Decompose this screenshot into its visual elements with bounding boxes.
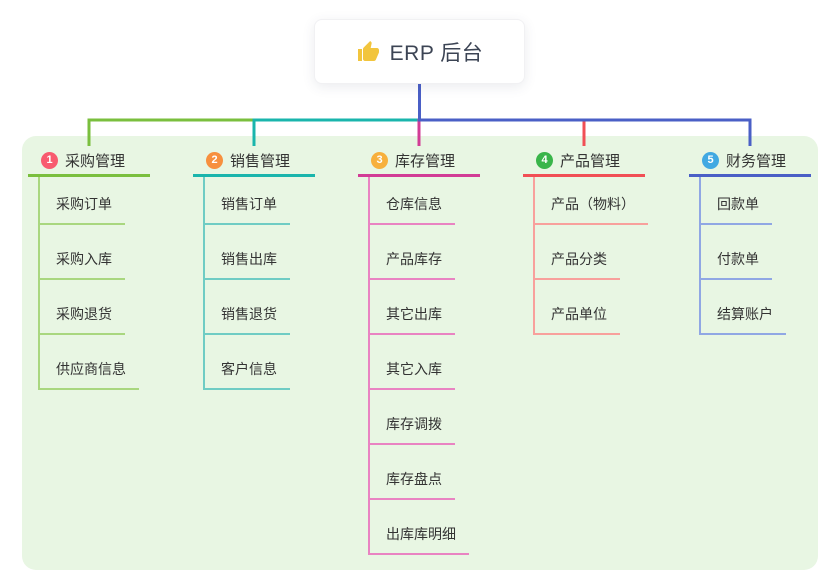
root-label: ERP 后台 xyxy=(389,41,484,65)
child-node[interactable]: 回款单 xyxy=(701,194,772,225)
branch-label: 采购管理 xyxy=(65,152,126,170)
child-row: 仓库信息 xyxy=(370,177,469,225)
child-node[interactable]: 供应商信息 xyxy=(40,359,139,390)
child-row: 采购入库 xyxy=(40,225,139,280)
branch-children: 产品（物料） 产品分类产品单位 xyxy=(533,177,648,335)
branch-index-badge: 1 xyxy=(41,151,58,169)
branch-label: 产品管理 xyxy=(560,152,621,170)
child-node[interactable]: 出库库明细 xyxy=(370,524,469,555)
child-node[interactable]: 仓库信息 xyxy=(370,194,455,225)
branch-label: 销售管理 xyxy=(230,152,291,170)
branch-children: 回款单付款单结算账户 xyxy=(699,177,786,335)
child-node[interactable]: 其它入库 xyxy=(370,359,455,390)
child-node[interactable]: 产品（物料） xyxy=(535,194,648,225)
branch-label: 库存管理 xyxy=(395,152,456,170)
branch-node-5[interactable]: 5 财务管理 xyxy=(689,146,811,177)
child-node[interactable]: 销售出库 xyxy=(205,249,290,280)
child-row: 结算账户 xyxy=(701,280,786,335)
child-row: 销售退货 xyxy=(205,280,290,335)
thumbs-up-icon xyxy=(356,40,380,64)
child-row: 出库库明细 xyxy=(370,500,469,555)
child-node[interactable]: 结算账户 xyxy=(701,304,786,335)
child-row: 销售出库 xyxy=(205,225,290,280)
child-row: 库存调拨 xyxy=(370,390,469,445)
root-node[interactable]: ERP 后台 xyxy=(314,19,525,84)
child-row: 产品库存 xyxy=(370,225,469,280)
child-node[interactable]: 付款单 xyxy=(701,249,772,280)
branch-index-badge: 5 xyxy=(702,151,719,169)
child-row: 销售订单 xyxy=(205,177,290,225)
branch-2: 2 销售管理销售订单销售出库销售退货客户信息 xyxy=(193,146,315,390)
child-node[interactable]: 库存调拨 xyxy=(370,414,455,445)
branch-4: 4 产品管理产品（物料） 产品分类产品单位 xyxy=(523,146,648,335)
child-row: 其它入库 xyxy=(370,335,469,390)
branch-children: 仓库信息产品库存其它出库其它入库库存调拨库存盘点出库库明细 xyxy=(368,177,469,555)
child-node[interactable]: 销售订单 xyxy=(205,194,290,225)
branch-index-badge: 3 xyxy=(371,151,388,169)
branch-node-3[interactable]: 3 库存管理 xyxy=(358,146,480,177)
child-row: 产品分类 xyxy=(535,225,648,280)
branch-1: 1 采购管理采购订单采购入库采购退货供应商信息 xyxy=(28,146,150,390)
child-row: 客户信息 xyxy=(205,335,290,390)
child-row: 产品（物料） xyxy=(535,177,648,225)
branch-children: 采购订单采购入库采购退货供应商信息 xyxy=(38,177,139,390)
branch-children: 销售订单销售出库销售退货客户信息 xyxy=(203,177,290,390)
child-node[interactable]: 采购入库 xyxy=(40,249,125,280)
child-row: 其它出库 xyxy=(370,280,469,335)
child-node[interactable]: 采购退货 xyxy=(40,304,125,335)
child-node[interactable]: 客户信息 xyxy=(205,359,290,390)
branch-index-badge: 2 xyxy=(206,151,223,169)
child-node[interactable]: 产品单位 xyxy=(535,304,620,335)
branch-index-badge: 4 xyxy=(536,151,553,169)
child-node[interactable]: 销售退货 xyxy=(205,304,290,335)
child-node[interactable]: 采购订单 xyxy=(40,194,125,225)
branch-label: 财务管理 xyxy=(726,152,787,170)
canvas-panel xyxy=(22,136,818,570)
branch-3: 3 库存管理仓库信息产品库存其它出库其它入库库存调拨库存盘点出库库明细 xyxy=(358,146,480,555)
child-node[interactable]: 产品库存 xyxy=(370,249,455,280)
branch-5: 5 财务管理回款单付款单结算账户 xyxy=(689,146,811,335)
child-row: 采购退货 xyxy=(40,280,139,335)
branch-node-1[interactable]: 1 采购管理 xyxy=(28,146,150,177)
child-row: 回款单 xyxy=(701,177,786,225)
branch-node-2[interactable]: 2 销售管理 xyxy=(193,146,315,177)
child-node[interactable]: 其它出库 xyxy=(370,304,455,335)
child-row: 库存盘点 xyxy=(370,445,469,500)
child-node[interactable]: 库存盘点 xyxy=(370,469,455,500)
child-row: 采购订单 xyxy=(40,177,139,225)
child-node[interactable]: 产品分类 xyxy=(535,249,620,280)
branch-node-4[interactable]: 4 产品管理 xyxy=(523,146,645,177)
child-row: 供应商信息 xyxy=(40,335,139,390)
child-row: 产品单位 xyxy=(535,280,648,335)
child-row: 付款单 xyxy=(701,225,786,280)
